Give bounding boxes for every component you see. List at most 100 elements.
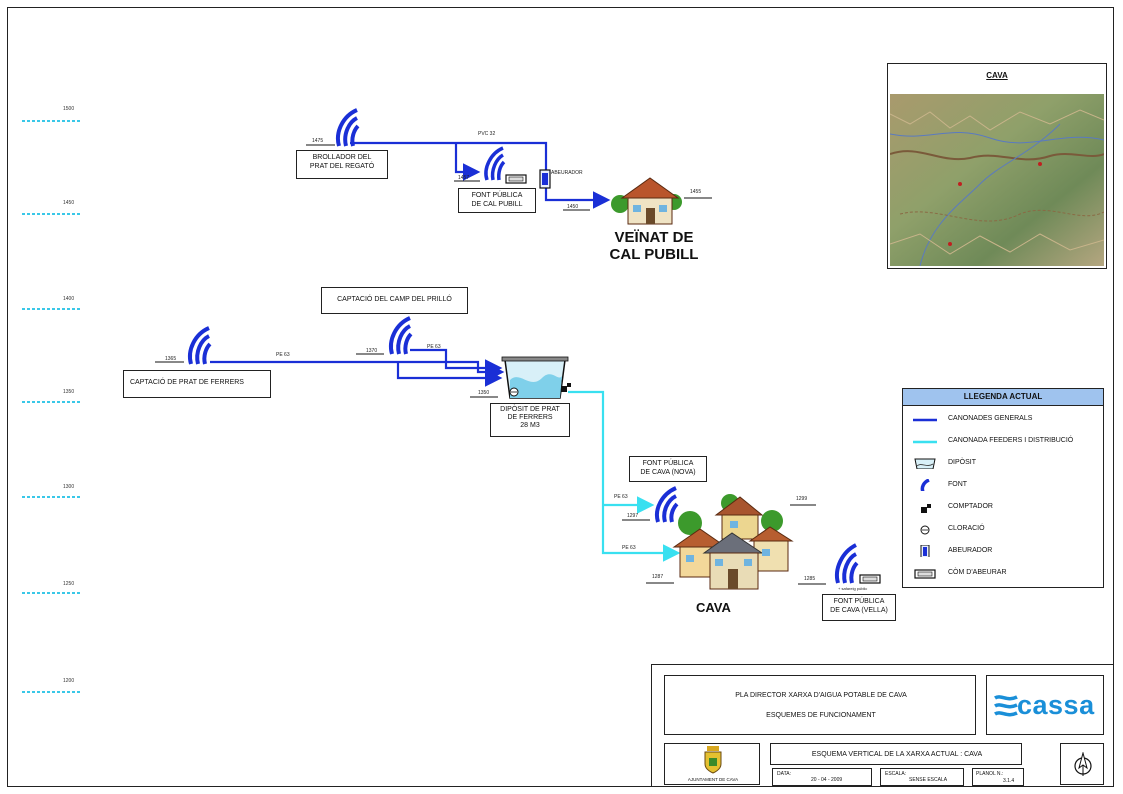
location-map: CAVA xyxy=(887,63,1107,269)
chlorination-icon xyxy=(920,525,930,535)
font-vella-label: FONT PÚBLICA DE CAVA (VELLA) xyxy=(822,594,896,621)
font-icon xyxy=(336,108,360,147)
general-pipes-lower xyxy=(210,348,505,387)
house-icon-cava xyxy=(672,494,794,590)
level-label: 1300 xyxy=(63,484,75,490)
legend-label: CÒM D'ABEURAR xyxy=(948,569,1007,576)
diposit-level: 1350 xyxy=(478,390,490,396)
feeder-pipes xyxy=(568,390,681,562)
abeurador-label: ABEURADOR xyxy=(551,170,583,176)
scale-label: ESCALA: xyxy=(885,771,907,777)
ajuntament-box: AJUNTAMENT DE CAVA xyxy=(664,743,760,785)
legend-title: LLEGENDA ACTUAL xyxy=(903,389,1103,406)
legend-label: ABEURADOR xyxy=(948,547,993,554)
meter-icon xyxy=(921,504,931,513)
legend-label: CLORACIÓ xyxy=(948,525,985,532)
legend-item: DIPÒSIT xyxy=(903,455,1103,471)
deposit-tank-icon xyxy=(501,356,569,399)
font-icon xyxy=(389,316,413,355)
trough-icon xyxy=(914,569,936,579)
trough-icon xyxy=(505,174,527,184)
north-box xyxy=(1060,743,1104,785)
captacio-prat-pipe: PE 63 xyxy=(276,352,290,358)
font-icon xyxy=(655,486,679,523)
map-title: CAVA xyxy=(986,71,1008,80)
legend-label: DIPÒSIT xyxy=(948,459,977,466)
house-icon-cal-pubill xyxy=(611,177,682,225)
deposit-icon xyxy=(914,458,936,469)
village-cava: CAVA xyxy=(696,600,731,615)
abeurador-icon xyxy=(920,545,930,557)
plan-number-label: PLANOL N.: xyxy=(976,771,1004,777)
drawing-frame xyxy=(7,7,1114,787)
font-cal-pubill-label: FONT PÚBLICA DE CAL PUBILL xyxy=(458,188,536,213)
font-icon xyxy=(484,146,506,181)
cava-top-level: 1299 xyxy=(796,496,808,502)
date-value: 20 - 04 - 2009 xyxy=(811,777,843,783)
scale-box: ESCALA: SENSE ESCALA xyxy=(880,768,964,786)
legend: LLEGENDA ACTUAL CANONADES GENERALS CANON… xyxy=(902,388,1104,588)
captacio-camp-level: 1370 xyxy=(366,348,378,354)
level-label: 1350 xyxy=(63,389,75,395)
cava-level: 1287 xyxy=(652,574,664,580)
legend-label: CANONADA FEEDERS I DISTRIBUCIÓ xyxy=(948,437,1074,444)
house-level-1455: 1455 xyxy=(690,189,702,195)
legend-item: FONT xyxy=(903,477,1103,493)
ajuntament-label: AJUNTAMENT DE CAVA xyxy=(687,777,739,782)
feeder-pipe-swatch xyxy=(913,440,937,444)
legend-item: CLORACIÓ xyxy=(903,521,1103,537)
level-label: 1450 xyxy=(63,200,75,206)
font-nova-pipe: PE 63 xyxy=(614,494,628,500)
font-cal-pubill-level: 1457 xyxy=(458,175,470,181)
legend-item: CANONADA FEEDERS I DISTRIBUCIÓ xyxy=(903,433,1103,449)
captacio-camp-pipe: PE 63 xyxy=(427,344,441,350)
trough-icon xyxy=(859,574,881,584)
legend-label: CANONADES GENERALS xyxy=(948,415,1033,422)
meter-icon xyxy=(561,383,571,392)
project-subtitle: ESQUEMES DE FUNCIONAMENT xyxy=(766,712,876,719)
level-label: 1500 xyxy=(63,106,75,112)
font-icon xyxy=(920,479,930,491)
captacio-camp-label: CAPTACIÓ DEL CAMP DEL PRILLÓ xyxy=(321,287,468,314)
date-label: DATA: xyxy=(777,771,791,777)
general-pipe-swatch xyxy=(913,418,937,422)
coat-of-arms-icon xyxy=(704,746,722,774)
pipe-pvc-label: PVC 32 xyxy=(478,131,496,137)
title-block: PLA DIRECTOR XARXA D'AIGUA POTABLE DE CA… xyxy=(651,664,1114,787)
legend-label: COMPTADOR xyxy=(948,503,993,510)
legend-item: CÒM D'ABEURAR xyxy=(903,565,1103,581)
logo-waves-icon xyxy=(994,695,1018,717)
plan-number-box: PLANOL N.: 3.1.4 xyxy=(972,768,1024,786)
project-title: PLA DIRECTOR XARXA D'AIGUA POTABLE DE CA… xyxy=(735,692,907,699)
village-cal-pubill: VEÏNAT DE CAL PUBILL xyxy=(609,229,699,263)
captacio-prat-label: CAPTACIÓ DE PRAT DE FERRERS xyxy=(123,370,271,398)
brollador-level: 1475 xyxy=(312,138,324,144)
north-arrow-icon xyxy=(1074,752,1092,776)
font-vella-level: 1285 xyxy=(804,576,816,582)
project-title-box: PLA DIRECTOR XARXA D'AIGUA POTABLE DE CA… xyxy=(664,675,976,735)
font-nova-level: 1297 xyxy=(627,513,639,519)
level-label: 1250 xyxy=(63,581,75,587)
level-label: 1400 xyxy=(63,296,75,302)
legend-item: CANONADES GENERALS xyxy=(903,411,1103,427)
pipe-level-1450: 1450 xyxy=(567,204,579,210)
diposit-label: DIPÒSIT DE PRAT DE FERRERS 28 M3 xyxy=(490,403,570,437)
map-terrain xyxy=(890,94,1104,266)
scale-value: SENSE ESCALA xyxy=(909,777,948,783)
plan-number-value: 3.1.4 xyxy=(1003,778,1015,784)
scheme-title: ESQUEMA VERTICAL DE LA XARXA ACTUAL : CA… xyxy=(811,751,983,758)
brollador-label: BROLLADOR DEL PRAT DEL REGATÓ xyxy=(296,150,388,179)
level-ticks xyxy=(155,144,826,585)
cava-pipe: PE 63 xyxy=(622,545,636,551)
abeurador-icon xyxy=(539,169,551,189)
font-vella-note: + safareig públic xyxy=(838,586,868,591)
legend-item: ABEURADOR xyxy=(903,543,1103,559)
font-icon xyxy=(835,543,859,584)
captacio-prat-level: 1365 xyxy=(165,356,177,362)
legend-item: COMPTADOR xyxy=(903,499,1103,515)
logo-text: cassa xyxy=(1017,690,1095,720)
logo-box: cassa xyxy=(986,675,1104,735)
font-icon xyxy=(188,326,212,365)
legend-label: FONT xyxy=(948,481,968,488)
